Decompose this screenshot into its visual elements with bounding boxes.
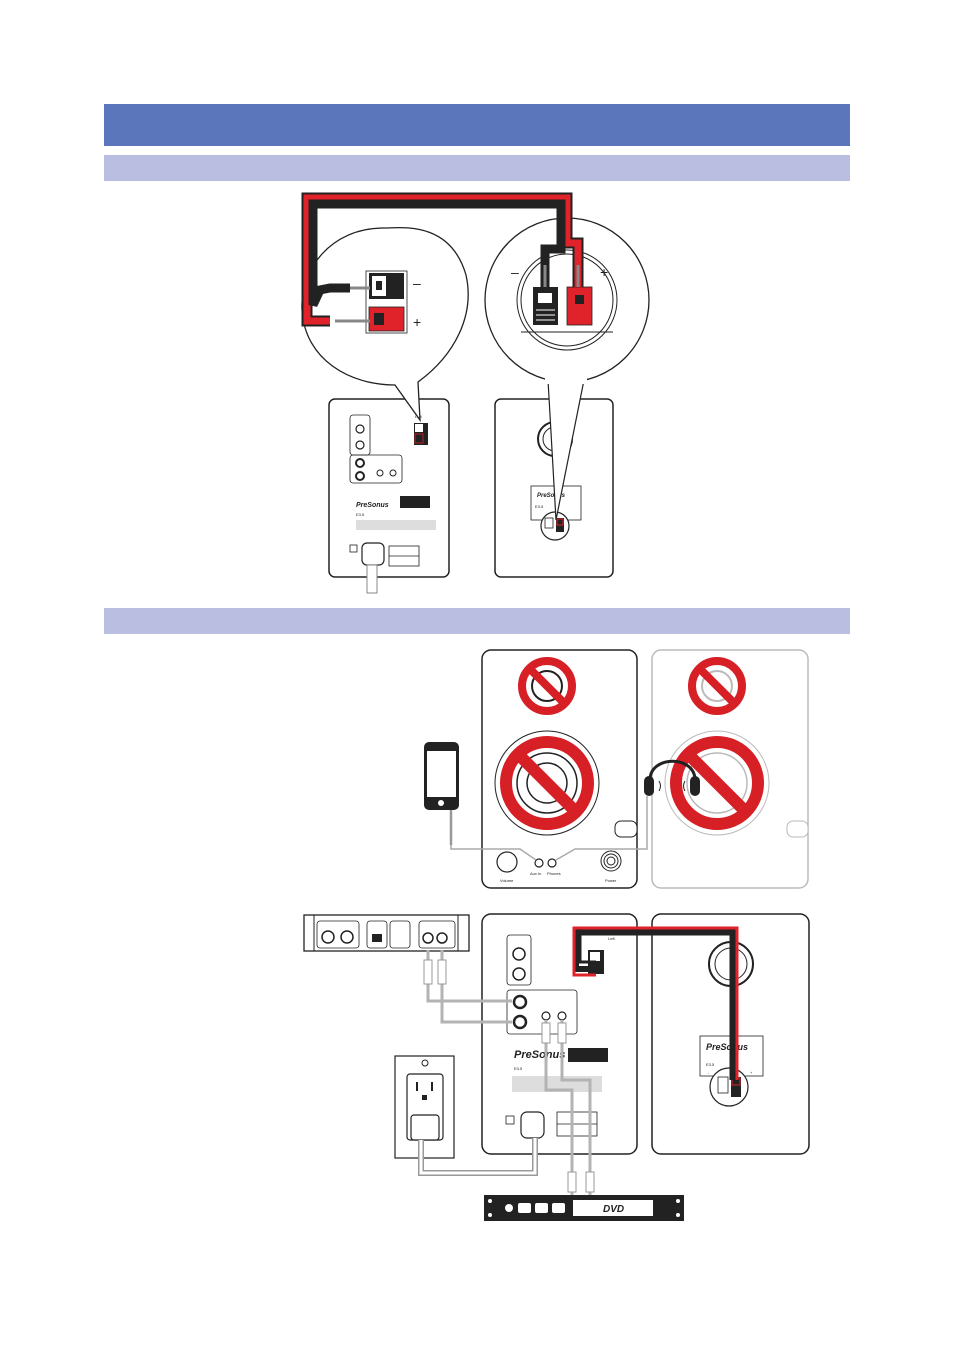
plus-label: + [413, 314, 421, 330]
brand-logo: PreSonus [706, 1042, 748, 1052]
section-header-main [104, 104, 850, 146]
power-cord [418, 1138, 538, 1176]
smartphone-icon [424, 742, 459, 845]
prohibit-icon [500, 736, 594, 830]
balanced-cables [423, 950, 512, 1024]
plus-label: + [750, 1070, 753, 1075]
aux-in-label: Aux In [530, 871, 541, 876]
model-label: E3.5 [356, 512, 365, 517]
model-label: E3.5 [535, 504, 544, 509]
left-terminal-block: – + [365, 270, 421, 334]
diagram-speaker-wire-connection: PreSonus E3.5 Left PreSonus E3.5 [301, 192, 650, 594]
right-terminal-block: – + [511, 264, 608, 326]
minus-label: - [708, 1070, 710, 1075]
phones-label: Phones [547, 871, 561, 876]
aux-cable [450, 796, 648, 861]
diagram-full-system-connection: Left PreSonus E3.5 PreSonus E3.5 - + [303, 913, 810, 1221]
speaker-wire [301, 192, 584, 327]
dvd-logo: DVD [603, 1204, 624, 1215]
brand-logo: PreSonus [537, 493, 566, 499]
section-header-speaker-wiring [104, 155, 850, 181]
prohibit-icon [518, 657, 576, 715]
right-speaker-front [651, 649, 809, 889]
model-label: E3.5 [514, 1066, 523, 1071]
speaker-wire-2 [572, 926, 739, 1080]
left-speaker-rear-panel: Left PreSonus E3.5 [328, 398, 450, 594]
minus-label: – [511, 264, 519, 280]
plus-label: + [600, 264, 608, 280]
wall-outlet [394, 1055, 455, 1159]
section-header-connections [104, 608, 850, 634]
audio-interface [303, 914, 470, 952]
prohibit-icon [688, 657, 746, 715]
dvd-player: DVD [484, 1195, 684, 1221]
power-label: Power [605, 878, 617, 883]
brand-logo: PreSonus [514, 1049, 565, 1061]
left-speaker-front: Volume Aux In Phones Power [481, 649, 638, 889]
volume-label: Volume [500, 878, 514, 883]
model-label: E3.5 [706, 1062, 715, 1067]
minus-label: – [413, 275, 421, 291]
prohibit-icon [670, 736, 764, 830]
brand-logo: PreSonus [356, 502, 389, 509]
diagram-headphone-connection: Volume Aux In Phones Power [424, 649, 809, 889]
left-label: Left [608, 936, 616, 941]
headphones-icon [644, 759, 700, 796]
rca-cables [541, 1020, 595, 1195]
